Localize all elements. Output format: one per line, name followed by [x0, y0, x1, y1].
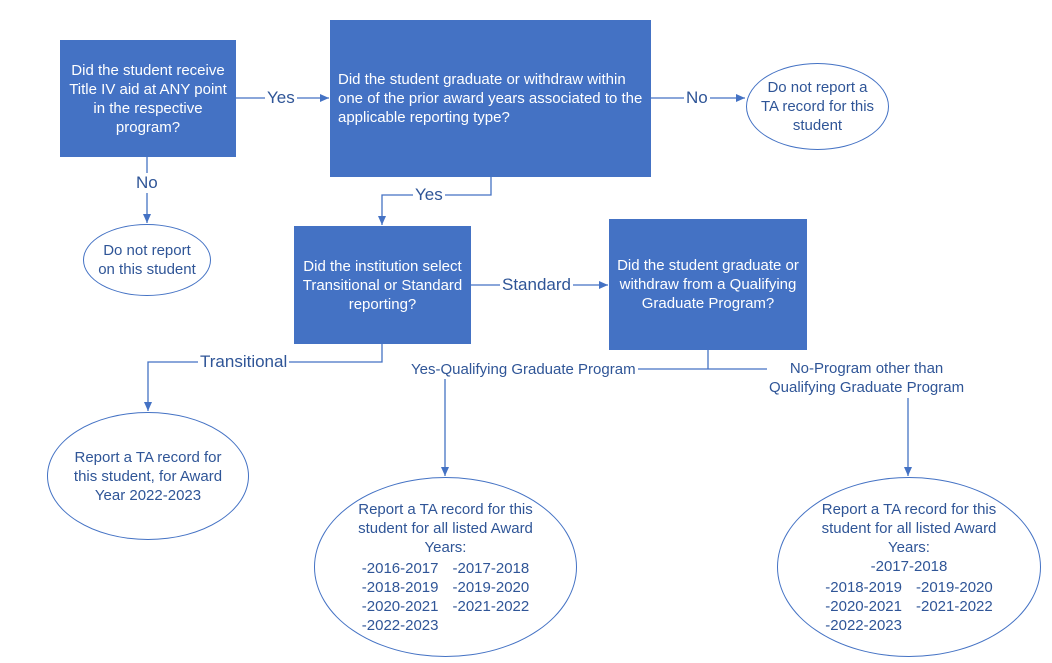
edge-label-no: No — [134, 173, 160, 193]
award-year-list: -2018-2019 -2019-2020 -2020-2021 -2021-2… — [825, 578, 992, 635]
award-year: -2018-2019 — [825, 578, 902, 596]
award-year-list: -2016-2017 -2017-2018 -2018-2019 -2019-2… — [362, 559, 529, 635]
award-year: -2020-2021 — [825, 597, 902, 615]
decision-title-iv-text: Did the student receive Title IV aid at … — [69, 61, 227, 136]
outcome-transitional-record: Report a TA record for this student, for… — [47, 412, 249, 540]
outcome-transitional-record-text: Report a TA record for this student, for… — [73, 448, 223, 504]
award-year: -2022-2023 — [825, 616, 902, 634]
award-year: -2017-2018 — [452, 559, 530, 577]
outcome-qualifying-text: Report a TA record for this student for … — [358, 500, 533, 556]
outcome-other-program-record: Report a TA record for this student for … — [777, 477, 1041, 657]
award-year: -2021-2022 — [452, 597, 530, 615]
award-year: -2017-2018 — [870, 557, 948, 575]
award-year: -2018-2019 — [361, 578, 439, 596]
edge-label-no: No — [684, 88, 710, 108]
award-year: -2022-2023 — [361, 616, 439, 634]
decision-graduate-withdraw: Did the student graduate or withdraw wit… — [330, 20, 651, 177]
edge-label-no-program-line2: Qualifying Graduate Program — [769, 379, 965, 396]
edge-label-no-program-line1: No-Program other than — [789, 360, 944, 377]
edge-label-standard: Standard — [500, 275, 573, 295]
outcome-qualifying-program-record: Report a TA record for this student for … — [314, 477, 577, 657]
award-year: -2020-2021 — [361, 597, 439, 615]
award-year: -2021-2022 — [916, 597, 993, 615]
edge-label-yes-qualifying: Yes-Qualifying Graduate Program — [409, 360, 638, 379]
decision-reporting-type: Did the institution select Transitional … — [294, 226, 471, 344]
award-year: -2019-2020 — [916, 578, 993, 596]
outcome-do-not-report-text: Do not report on this student — [98, 242, 196, 278]
edge-label-no-program: No-Program other than Qualifying Graduat… — [767, 359, 967, 397]
edge-label-yes: Yes — [413, 185, 445, 205]
outcome-no-ta-record-text: Do not report a TA record for this stude… — [760, 79, 875, 134]
award-year: -2016-2017 — [361, 559, 439, 577]
edge-label-yes: Yes — [265, 88, 297, 108]
award-year: -2019-2020 — [452, 578, 530, 596]
outcome-do-not-report: Do not report on this student — [83, 224, 211, 296]
decision-graduate-withdraw-text: Did the student graduate or withdraw wit… — [338, 71, 643, 126]
outcome-no-ta-record: Do not report a TA record for this stude… — [746, 63, 889, 150]
decision-reporting-type-text: Did the institution select Transitional … — [302, 257, 463, 313]
decision-qualifying-program: Did the student graduate or withdraw fro… — [609, 219, 807, 350]
decision-qualifying-program-text: Did the student graduate or withdraw fro… — [617, 257, 799, 312]
decision-title-iv: Did the student receive Title IV aid at … — [60, 40, 236, 157]
edge-label-transitional: Transitional — [198, 352, 290, 372]
outcome-other-text: Report a TA record for this student for … — [821, 500, 997, 556]
